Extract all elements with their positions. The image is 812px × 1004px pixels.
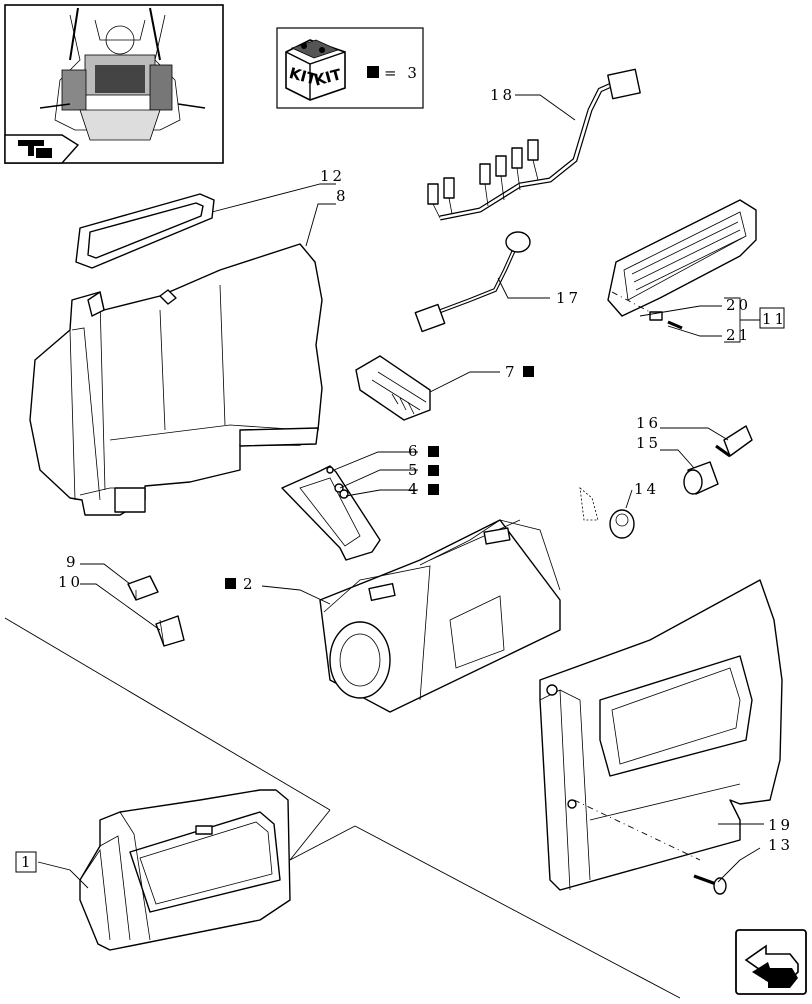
kit-marker-7 xyxy=(523,366,534,377)
callout-19: 19 xyxy=(768,816,793,834)
part-2-blower xyxy=(319,519,561,713)
callout-1: 1 xyxy=(21,853,34,871)
kit-marker-6 xyxy=(428,446,439,457)
part-18-harness xyxy=(427,68,641,221)
part-7-resistor xyxy=(355,355,431,421)
part-9-clip xyxy=(127,575,159,601)
callout-15: 15 xyxy=(636,434,661,452)
callout-18: 18 xyxy=(490,86,515,104)
part-bracket xyxy=(281,465,381,561)
callout-10: 10 xyxy=(58,573,83,591)
kit-marker-4 xyxy=(428,484,439,495)
callout-16: 16 xyxy=(636,414,661,432)
callout-4: 4 xyxy=(408,480,421,498)
callout-11-box xyxy=(759,307,785,329)
callout-8: 8 xyxy=(336,187,349,205)
part-13-screw xyxy=(693,874,727,895)
part-16-knob xyxy=(715,425,753,458)
part-14-grommet xyxy=(609,509,635,539)
section-lines xyxy=(4,617,681,999)
kit-marker-2 xyxy=(225,578,236,589)
black-square-marker xyxy=(367,66,379,78)
part-15-knob xyxy=(683,461,719,495)
kit-box-icon xyxy=(285,39,346,101)
part-clip-small xyxy=(579,487,599,521)
part-12-gasket xyxy=(75,193,215,269)
part-8-duct-housing xyxy=(29,243,323,516)
next-page-arrow-icon[interactable] xyxy=(735,929,807,995)
part-1-assembly xyxy=(79,789,291,951)
callout-9: 9 xyxy=(66,553,79,571)
callout-12: 12 xyxy=(320,167,345,185)
callout-11: 11 xyxy=(762,310,787,328)
callout-13: 13 xyxy=(768,836,793,854)
callout-6: 6 xyxy=(408,442,421,460)
part-10-clip xyxy=(155,615,185,647)
leader-lines xyxy=(37,94,764,889)
callout-5: 5 xyxy=(408,461,421,479)
part-17-cable xyxy=(414,231,531,333)
part-grille-panel-top xyxy=(607,199,757,330)
book-arrow-icon xyxy=(4,134,80,164)
callout-labels: 12 8 18 17 7 6 5 4 2 9 10 20 21 11 16 15… xyxy=(15,86,793,873)
callout-21: 21 xyxy=(726,326,751,344)
callout-20: 20 xyxy=(726,296,751,314)
callout-17: 17 xyxy=(556,289,581,307)
kit-equals-text: = 3 xyxy=(384,64,420,82)
kit-legend-box: KIT KIT = 3 xyxy=(276,27,424,109)
callout-7: 7 xyxy=(505,363,518,381)
part-19-side-panel xyxy=(539,579,783,891)
callout-1-box xyxy=(15,851,37,873)
kit-marker-5 xyxy=(428,465,439,476)
callout-14: 14 xyxy=(634,480,659,498)
callout-2: 2 xyxy=(243,575,256,593)
